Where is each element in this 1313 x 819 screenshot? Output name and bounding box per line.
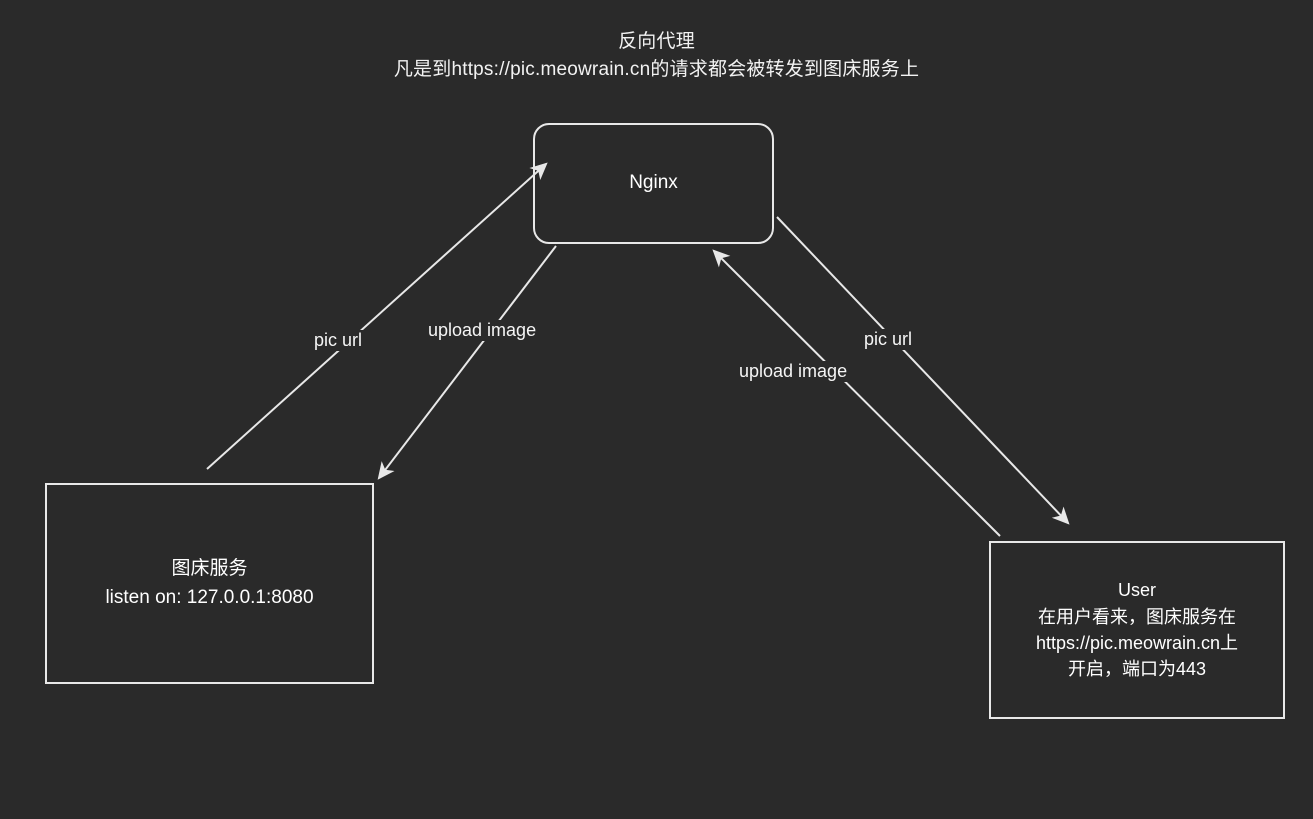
node-user[interactable]: User 在用户看来，图床服务在 https://pic.meowrain.cn… [989,541,1285,719]
node-image-host[interactable]: 图床服务 listen on: 127.0.0.1:8080 [45,483,374,684]
edge-nginx-to-user [776,216,1070,525]
node-user-line-3: https://pic.meowrain.cn上 [1035,633,1239,653]
edge-line [712,249,1001,537]
node-user-title: User [1117,580,1156,601]
node-image-host-listen: listen on: 127.0.0.1:8080 [105,586,314,608]
node-user-line-4: 开启，端口为443 [1067,659,1207,680]
edge-user-to-nginx [712,249,1001,537]
edge-nginx-to-imagehost [377,245,557,480]
node-user-line-2: 在用户看来，图床服务在 [1038,606,1236,627]
edge-line [206,162,548,470]
node-nginx[interactable]: Nginx [533,123,774,244]
edge-imagehost-to-nginx [206,162,548,470]
edge-line [377,245,557,480]
node-image-host-title: 图床服务 [171,558,248,579]
edge-line [776,216,1070,525]
node-nginx-label: Nginx [629,172,678,194]
